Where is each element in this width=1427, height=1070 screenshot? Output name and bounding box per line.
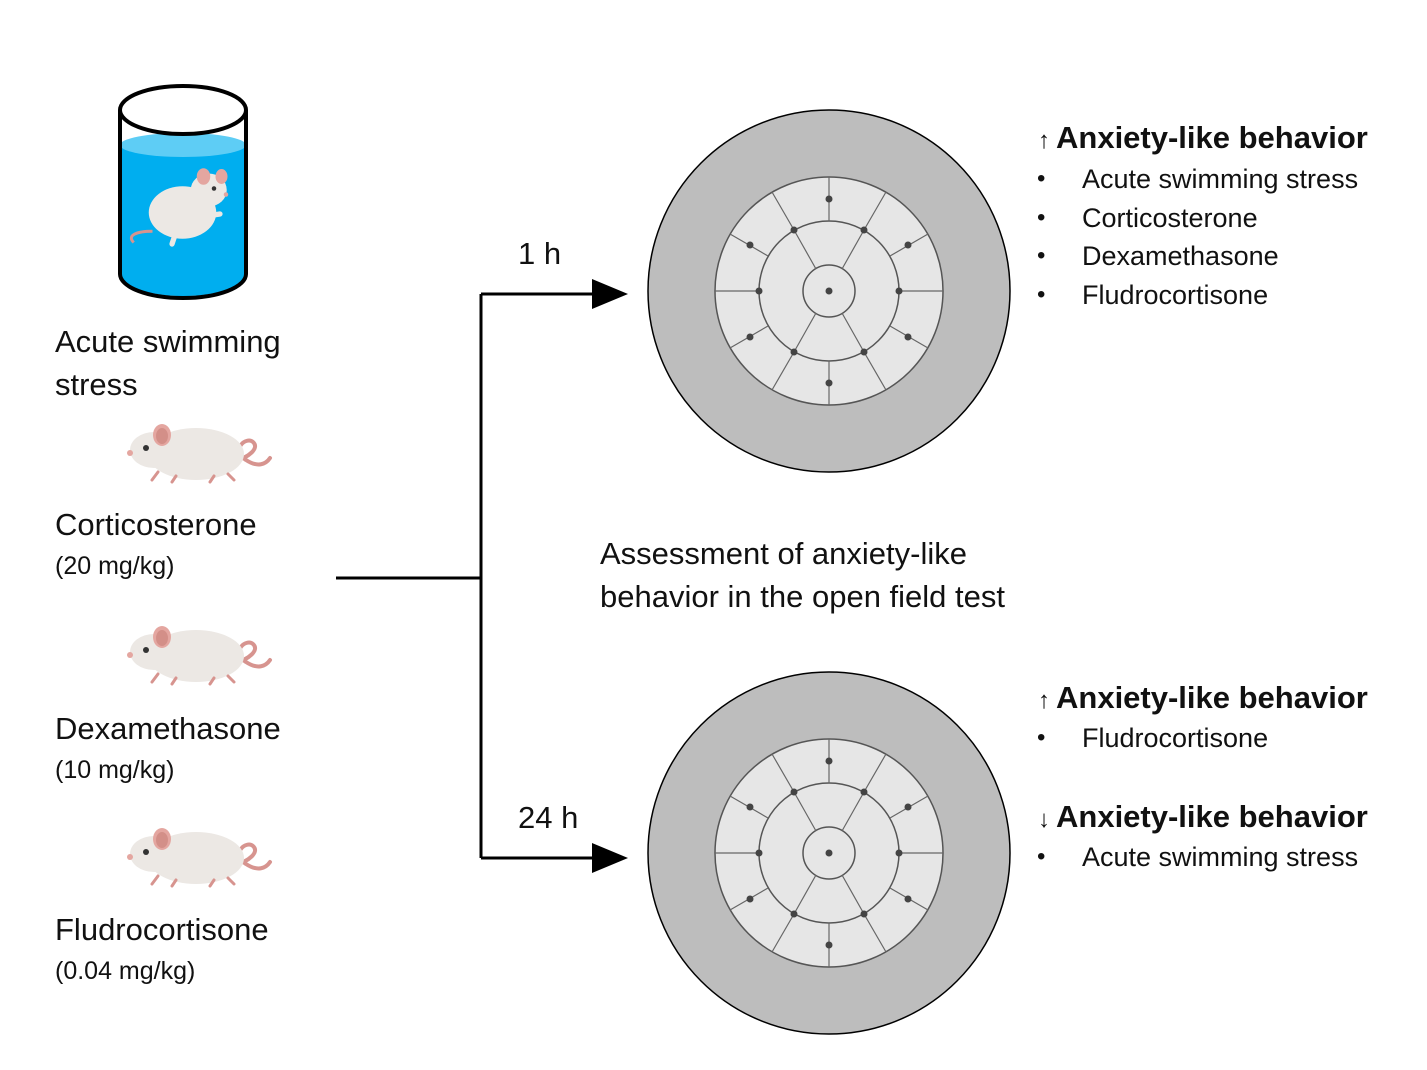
treatment-label: Fludrocortisone <box>55 912 269 947</box>
arrow-up-icon: ↑ <box>1038 687 1050 714</box>
result-heading-increase: ↑Anxiety-like behavior <box>1038 680 1368 715</box>
treatment-label: Corticosterone <box>55 507 257 542</box>
timepoint-label: 1 h <box>518 236 562 271</box>
list-item: Fludrocortisone <box>1037 719 1268 758</box>
list-item: Acute swimming stress <box>1037 160 1358 199</box>
open-field-arena-icon <box>647 671 1011 1035</box>
mouse-icon <box>125 624 272 686</box>
assessment-caption: Assessment of anxiety-like <box>600 536 967 571</box>
treatment-dose: (0.04 mg/kg) <box>55 957 196 985</box>
mouse-icon <box>125 826 272 888</box>
swim-cylinder-icon <box>118 84 248 300</box>
treatment-dose: (20 mg/kg) <box>55 552 175 580</box>
result-list-24h-increase: Fludrocortisone <box>1037 719 1268 758</box>
arrow-down-icon: ↓ <box>1038 806 1050 833</box>
assessment-caption-line2: behavior in the open field test <box>600 579 1005 614</box>
list-item: Corticosterone <box>1037 199 1358 238</box>
result-heading-decrease: ↓Anxiety-like behavior <box>1038 799 1368 834</box>
arrow-up-icon: ↑ <box>1038 127 1050 154</box>
timepoint-label: 24 h <box>518 800 579 835</box>
mouse-icon <box>125 422 272 484</box>
result-list-24h-decrease: Acute swimming stress <box>1037 838 1358 877</box>
treatment-dose: (10 mg/kg) <box>55 756 175 784</box>
result-heading-increase: ↑Anxiety-like behavior <box>1038 120 1368 155</box>
list-item: Fludrocortisone <box>1037 276 1358 315</box>
treatment-label-line2: stress <box>55 367 138 402</box>
open-field-arena-icon <box>647 109 1011 473</box>
result-list-1h: Acute swimming stress Corticosterone Dex… <box>1037 160 1358 314</box>
treatment-label: Dexamethasone <box>55 711 281 746</box>
list-item: Dexamethasone <box>1037 237 1358 276</box>
treatment-label: Acute swimming <box>55 324 281 359</box>
connector-lines <box>336 279 628 873</box>
list-item: Acute swimming stress <box>1037 838 1358 877</box>
